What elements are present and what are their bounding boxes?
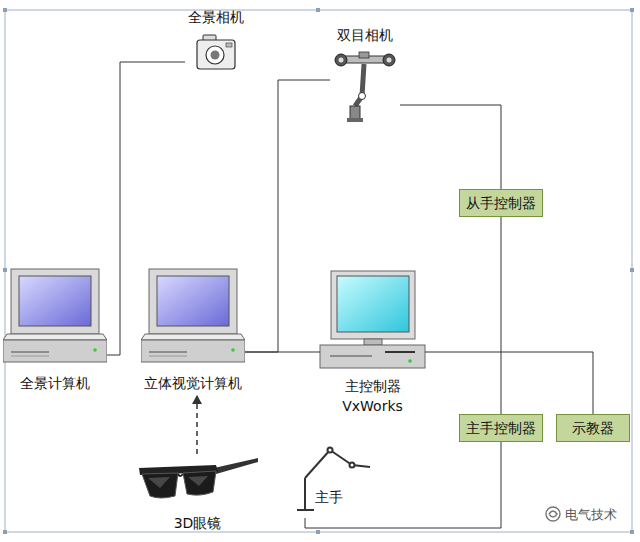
node-label: 示教器 <box>563 419 623 437</box>
node-label: 主手控制器 <box>466 419 536 437</box>
wire <box>107 62 185 355</box>
node-label: 主控制器 VxWorks <box>337 376 409 416</box>
wire <box>305 442 501 528</box>
wire <box>501 217 502 414</box>
node-label: 立体视觉计算机 <box>141 374 245 392</box>
computer-node: 全景计算机 <box>3 268 107 392</box>
camera-node: 双目相机 <box>330 26 400 124</box>
wire <box>425 352 593 414</box>
node-label: 从手控制器 <box>466 194 536 212</box>
process-box: 主手控制器 <box>459 414 543 442</box>
computer-icon <box>3 269 107 362</box>
master-arm-icon <box>297 448 370 511</box>
node-label: 全景计算机 <box>3 374 107 392</box>
dashed-arrow <box>196 396 198 454</box>
controller-node: 主控制器 VxWorks <box>320 270 425 416</box>
master-arm-node: 主手 <box>295 440 375 518</box>
computer-node: 立体视觉计算机 <box>141 268 245 392</box>
watermark-icon <box>546 507 560 521</box>
node-label: 3D眼镜 <box>135 514 260 532</box>
node-label: 主手 <box>315 488 343 506</box>
glasses-node: 3D眼镜 <box>135 452 260 532</box>
node-label: 全景相机 <box>185 8 247 26</box>
controller-icon <box>320 271 425 368</box>
glasses-icon <box>139 458 258 498</box>
wire <box>245 80 330 352</box>
node-label: 双目相机 <box>330 26 400 44</box>
process-box: 示教器 <box>556 414 630 442</box>
camera-icon <box>197 35 235 69</box>
frame <box>3 8 634 534</box>
camera-node: 全景相机 <box>185 8 247 71</box>
computer-icon <box>141 269 245 362</box>
watermark: 电气技术 <box>565 506 617 524</box>
wire <box>400 105 501 189</box>
wire <box>245 352 320 353</box>
process-box: 从手控制器 <box>459 189 543 217</box>
stereo-camera-icon <box>335 52 395 122</box>
